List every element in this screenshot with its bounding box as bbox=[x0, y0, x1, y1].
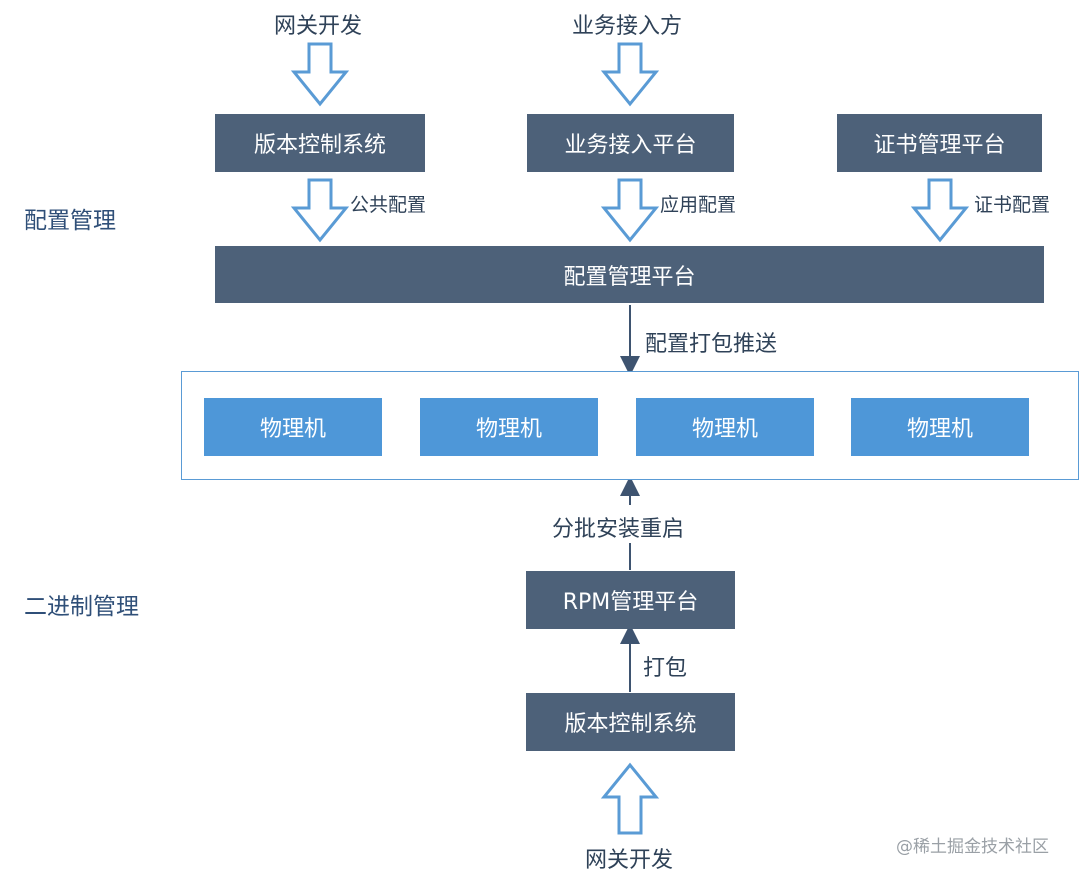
hollow-down-arrow-app-config bbox=[600, 178, 660, 243]
config-mgmt-section-label: 配置管理 bbox=[24, 208, 116, 234]
machine-box: 物理机 bbox=[420, 398, 598, 456]
machine-label: 物理机 bbox=[259, 417, 326, 442]
version-control-box: 版本控制系统 bbox=[215, 114, 425, 172]
business-platform-box: 业务接入平台 bbox=[527, 114, 734, 172]
machine-box: 物理机 bbox=[204, 398, 382, 456]
machine-box: 物理机 bbox=[636, 398, 814, 456]
machine-label: 物理机 bbox=[906, 417, 973, 442]
bottom-version-control-box: 版本控制系统 bbox=[526, 693, 735, 751]
watermark: @稀土掘金技术社区 bbox=[896, 837, 1049, 857]
business-platform-label: 业务接入平台 bbox=[564, 133, 697, 158]
public-config-label: 公共配置 bbox=[350, 194, 427, 216]
version-control-label: 版本控制系统 bbox=[253, 133, 386, 158]
machine-label: 物理机 bbox=[475, 417, 542, 442]
bottom-version-control-label: 版本控制系统 bbox=[564, 712, 697, 737]
machine-box: 物理机 bbox=[851, 398, 1029, 456]
push-label: 配置打包推送 bbox=[645, 332, 778, 357]
cert-config-label: 证书配置 bbox=[974, 194, 1051, 216]
rpm-platform-label: RPM管理平台 bbox=[562, 590, 699, 615]
config-platform-label: 配置管理平台 bbox=[563, 264, 696, 290]
app-config-label: 应用配置 bbox=[660, 194, 737, 216]
batch-install-label: 分批安装重启 bbox=[552, 517, 685, 542]
hollow-down-arrow-business bbox=[600, 42, 660, 107]
config-platform-box: 配置管理平台 bbox=[215, 246, 1044, 303]
hollow-up-arrow-gateway bbox=[600, 762, 660, 835]
pack-label: 打包 bbox=[643, 656, 688, 681]
hollow-down-arrow-public-config bbox=[290, 178, 350, 243]
top-gateway-dev-label: 网关开发 bbox=[274, 14, 363, 39]
machine-label: 物理机 bbox=[691, 417, 758, 442]
top-business-access-label: 业务接入方 bbox=[572, 14, 683, 39]
hollow-down-arrow-gateway bbox=[290, 42, 350, 107]
hollow-down-arrow-cert-config bbox=[910, 178, 970, 243]
rpm-platform-box: RPM管理平台 bbox=[526, 571, 735, 629]
bottom-gateway-dev-label: 网关开发 bbox=[585, 848, 674, 873]
cert-platform-label: 证书管理平台 bbox=[873, 133, 1006, 158]
binary-mgmt-section-label: 二进制管理 bbox=[24, 594, 139, 620]
cert-platform-box: 证书管理平台 bbox=[837, 114, 1042, 172]
